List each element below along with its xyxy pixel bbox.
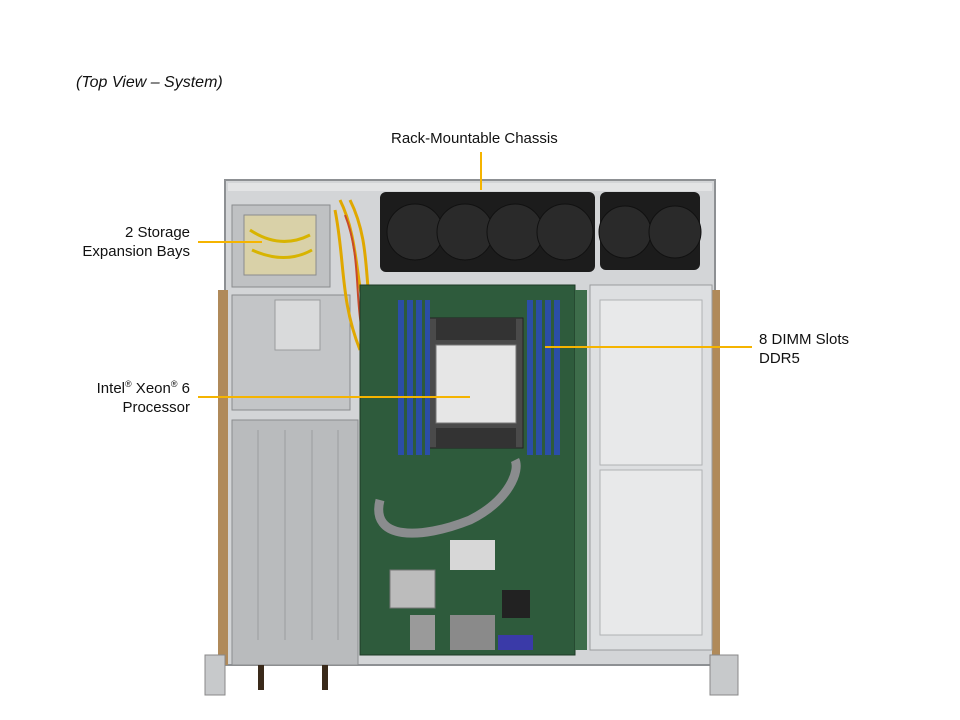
dimm-label-line1: 8 DIMM Slots [759, 331, 850, 348]
dimm-label-line2: DDR5 [759, 350, 800, 367]
processor-label-line2: Processor [122, 399, 190, 416]
storage-label-line2: Expansion Bays [82, 243, 190, 260]
callout-leader-lines [198, 152, 752, 398]
storage-bays [231, 204, 331, 288]
storage-label-line1: 2 Storage [124, 224, 190, 241]
processor-label: Intel® Xeon® 6 Processor [76, 379, 190, 417]
processor-label-line1: Intel® Xeon® 6 [96, 379, 190, 398]
fan-row [380, 192, 702, 272]
power-supply [231, 294, 359, 690]
dimm-slots-label: 8 DIMM Slots DDR5 [759, 330, 849, 368]
storage-bays-label: 2 Storage Expansion Bays [76, 223, 190, 261]
dimm-slots-right [527, 300, 560, 455]
expansion-tray [589, 284, 713, 651]
motherboard [359, 284, 587, 656]
figure-caption: (Top View – System) [76, 74, 223, 91]
dimm-slots-left [398, 300, 430, 455]
chassis-label: Rack-Mountable Chassis [391, 130, 558, 147]
